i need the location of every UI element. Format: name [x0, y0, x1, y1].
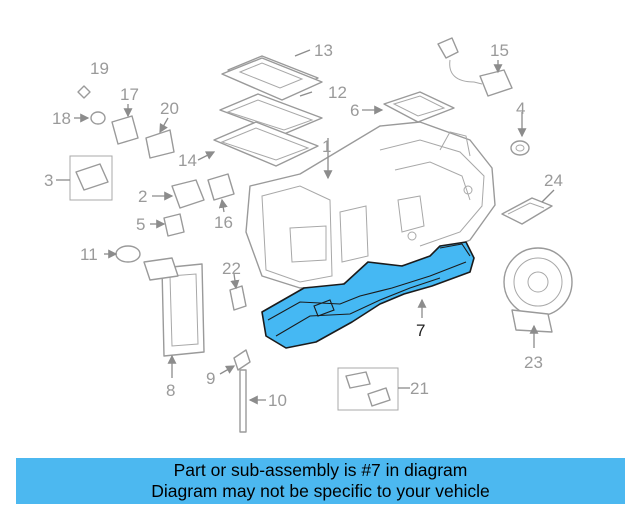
part-10-rod [239, 369, 266, 433]
callout-19: 19 [90, 59, 109, 78]
part-17-bracket [111, 104, 139, 145]
part-18-seal [74, 111, 106, 125]
callout-20: 20 [160, 99, 179, 118]
callout-6: 6 [350, 101, 359, 120]
part-24-actuator [501, 189, 555, 225]
part-11-resistor [104, 245, 141, 263]
callout-16: 16 [214, 213, 233, 232]
callout-1: 1 [322, 137, 331, 156]
banner-line-disclaimer: Diagram may not be specific to your vehi… [151, 481, 490, 501]
callout-24: 24 [544, 171, 563, 190]
part-23-blower-motor [503, 247, 573, 348]
part-8-heater-core [143, 257, 205, 378]
callout-3: 3 [44, 171, 53, 190]
part-13-filter-cover [221, 49, 323, 101]
callout-14: 14 [178, 151, 197, 170]
callout-22: 22 [222, 259, 241, 278]
part-3-actuator-assembly [56, 155, 113, 201]
part-14-housing-tray [197, 121, 319, 167]
part-16-connector [207, 173, 235, 213]
callout-4: 4 [516, 99, 525, 118]
banner-line-part: Part or sub-assembly is #7 in diagram [173, 460, 468, 480]
part-15-harness [437, 37, 513, 97]
callout-15: 15 [490, 41, 509, 60]
callout-23: 23 [524, 353, 543, 372]
parts-diagram: 13 12 14 1 6 15 4 24 23 19 18 17 20 3 2 … [44, 37, 573, 433]
callout-8: 8 [166, 381, 175, 400]
callout-13: 13 [314, 41, 333, 60]
part-4-grommet [510, 112, 530, 156]
callout-11: 11 [80, 245, 98, 264]
part-2-knob [152, 179, 205, 209]
callout-21: 21 [410, 379, 429, 398]
part-6-door-frame [362, 91, 455, 123]
callout-7: 7 [416, 321, 425, 340]
part-22-sensor [229, 273, 247, 311]
part-7-floor-duct [261, 241, 475, 349]
callout-12: 12 [328, 83, 347, 102]
callout-5: 5 [136, 215, 145, 234]
callout-9: 9 [206, 369, 215, 388]
callout-17: 17 [120, 85, 139, 104]
callout-10: 10 [268, 391, 287, 410]
part-1-hvac-case [245, 121, 496, 289]
callout-18: 18 [52, 109, 71, 128]
part-9-clip [219, 349, 251, 375]
part-19-clip [77, 85, 91, 99]
callout-2: 2 [138, 187, 147, 206]
part-5-clip [150, 213, 185, 237]
part-20-duct [145, 117, 175, 159]
part-21-linkage [337, 367, 410, 411]
info-banner: Part or sub-assembly is #7 in diagram Di… [16, 458, 625, 504]
